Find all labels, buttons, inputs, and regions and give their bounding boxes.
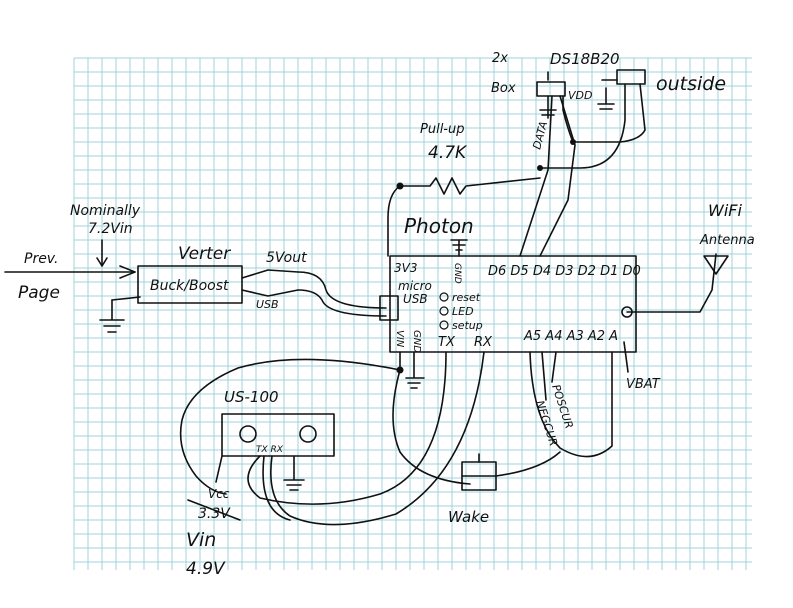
led-indicator <box>439 306 449 316</box>
pin-tx: TX <box>438 335 456 350</box>
pin-gnd-top: GND <box>452 263 462 284</box>
ds18b20-label: DS18B20 <box>550 50 620 68</box>
us100-module <box>221 413 335 457</box>
two-x-label: 2x <box>492 51 508 66</box>
wake-label: Wake <box>448 508 489 526</box>
wifi-label: WiFi <box>708 201 742 220</box>
wifi-antenna: WiFi Antenna <box>626 201 755 313</box>
photon-board: Photon 3V3 micro USB GND D6 D5 D4 D3 D2 … <box>379 214 641 353</box>
setup-button <box>439 320 449 330</box>
supply-notes: Vcc 3.3V Vin 4.9V <box>186 487 241 579</box>
led-label: LED <box>452 305 474 318</box>
photon-label: Photon <box>404 214 474 238</box>
us100-label: US-100 <box>224 388 279 406</box>
wiring <box>179 351 613 526</box>
junction-dot <box>396 366 404 374</box>
ds18b20-box-sensor <box>536 81 566 97</box>
pin-gnd: GND <box>411 330 422 353</box>
pin-rx: RX <box>474 335 493 350</box>
wake-switch: Wake <box>448 451 561 526</box>
junction-dot <box>396 182 404 190</box>
reset-label: reset <box>452 291 481 304</box>
pull-up-label: Pull-up <box>420 122 464 137</box>
verter-label: Verter <box>178 244 231 264</box>
junction-dot <box>537 165 543 171</box>
us100-pin-label: TX RX <box>256 445 284 455</box>
resistor-value-label: 4.7K <box>428 143 468 163</box>
nominally-label: Nominally <box>70 203 141 219</box>
vcc-label: Vcc <box>208 487 230 501</box>
vdd-label: VDD <box>568 89 592 102</box>
a-pin-row: A5 A4 A3 A2 A <box>523 329 618 344</box>
outside-label: outside <box>656 73 726 95</box>
buck-boost-label: Buck/Boost <box>150 278 229 294</box>
data-label: DATA <box>530 120 550 151</box>
usb-small-label: USB <box>256 298 279 311</box>
us100-transducer-left <box>239 425 257 443</box>
input-power-section: Prev. Page Nominally 7.2Vin Verter Buck/… <box>4 203 387 333</box>
vcc-value-label: 3.3V <box>198 506 231 522</box>
ds18b20-sensors: 2x Box DS18B20 outside VDD DATA <box>491 50 726 257</box>
photon-outline <box>389 255 637 353</box>
vbat-label: VBAT <box>626 377 661 392</box>
buck-boost-converter <box>137 265 243 304</box>
pin-3v3: 3V3 <box>394 261 417 275</box>
graph-paper-grid <box>73 57 752 570</box>
analog-inputs: VBAT POSCUR NEGCUR <box>533 341 661 448</box>
page-label: Page <box>18 283 60 303</box>
us100-sensor: US-100 TX RX <box>221 388 335 491</box>
reset-button <box>439 292 449 302</box>
antenna-label: Antenna <box>699 233 755 248</box>
pull-up-resistor: Pull-up 4.7K <box>387 122 541 257</box>
ds18b20-outside-sensor <box>616 69 646 85</box>
setup-label: setup <box>452 319 483 332</box>
nominal-vin-label: 7.2Vin <box>88 221 133 237</box>
pin-vin: VIN <box>394 330 405 348</box>
micro-usb-port <box>379 295 399 321</box>
vin-value-label: 4.9V <box>186 559 226 579</box>
prev-label: Prev. <box>24 251 58 267</box>
us100-transducer-right <box>299 425 317 443</box>
vin-label: Vin <box>186 529 216 551</box>
micro-label: micro <box>398 279 432 293</box>
vout-label: 5Vout <box>266 250 307 266</box>
d-pin-row: D6 D5 D4 D3 D2 D1 D0 <box>488 264 641 279</box>
junction-dot <box>570 139 576 145</box>
usb-label: USB <box>403 292 428 306</box>
box-label: Box <box>491 81 516 96</box>
